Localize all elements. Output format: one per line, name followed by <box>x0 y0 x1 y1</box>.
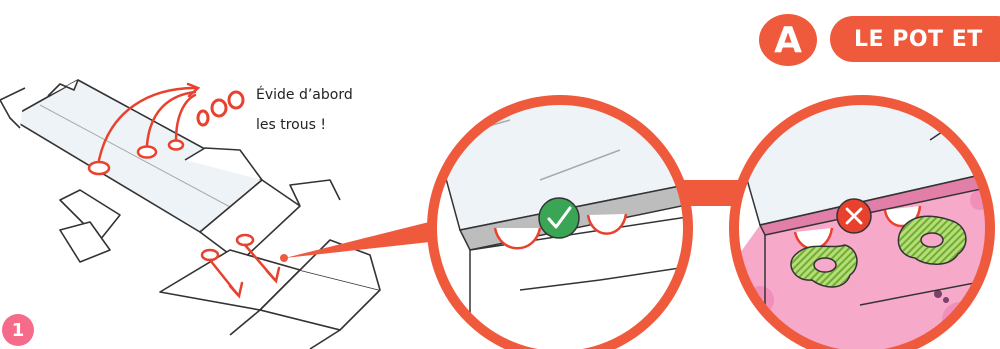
cross-icon <box>837 199 871 233</box>
instruction-line-1: Évide d’abord <box>256 80 406 110</box>
section-badge: A <box>759 14 817 66</box>
removed-pieces <box>198 92 243 125</box>
checkmark-icon <box>539 198 579 238</box>
step-number-badge: 1 <box>2 314 34 346</box>
instruction-line-2: les trous ! <box>256 110 406 140</box>
instruction-text: Évide d’abord les trous ! <box>256 80 406 140</box>
section-title: LE POT ET <box>830 16 1000 62</box>
